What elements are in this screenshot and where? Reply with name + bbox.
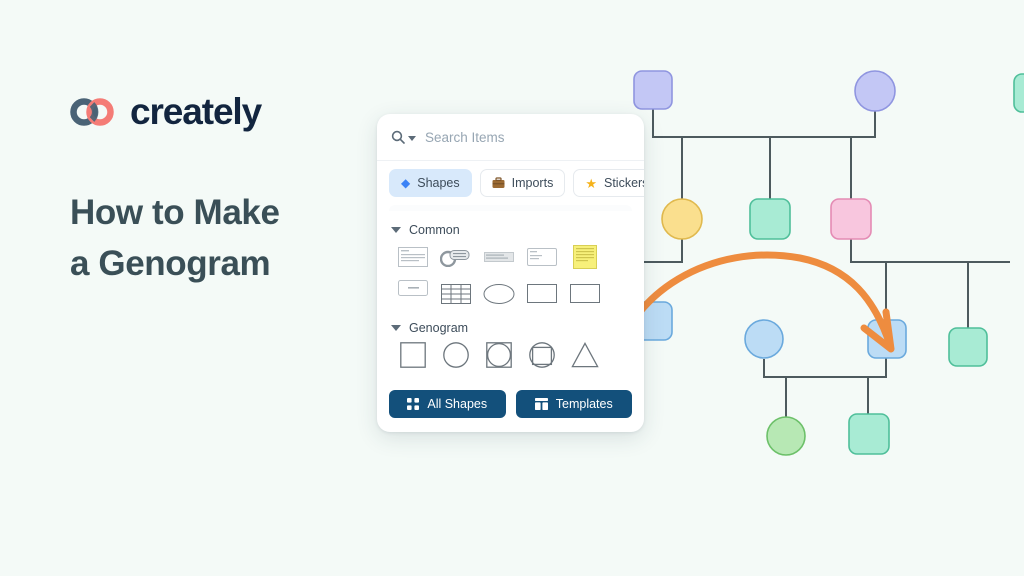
shape-item-gray-bar[interactable] — [477, 241, 520, 272]
star-icon: ★ — [585, 175, 597, 191]
shape-item-small-card[interactable] — [520, 241, 563, 272]
chevron-down-icon[interactable] — [391, 325, 401, 331]
section-common-label: Common — [409, 223, 460, 237]
node-circle-yellow[interactable] — [661, 198, 703, 240]
briefcase-icon — [492, 177, 505, 189]
shape-item-note-card[interactable] — [391, 241, 434, 272]
section-genogram: Genogram — [377, 321, 644, 370]
all-shapes-button[interactable]: All Shapes — [389, 390, 506, 418]
shape-item-ellipse[interactable] — [477, 278, 520, 309]
section-common: Common — [377, 223, 644, 309]
search-bar[interactable] — [377, 114, 644, 161]
library-tabs: ◆ Shapes Imports ★ Stickers — [377, 161, 644, 197]
genogram-connectors — [628, 91, 1010, 417]
shape-item-circle[interactable] — [434, 339, 477, 370]
page-title: How to Make a Genogram — [70, 188, 400, 290]
templates-button[interactable]: Templates — [515, 390, 632, 418]
creately-rings-icon — [70, 97, 116, 126]
shape-item-rectangle-outline[interactable] — [563, 278, 606, 309]
tab-stickers-label: Stickers — [603, 176, 644, 190]
tab-shapes-label: Shapes — [417, 176, 460, 190]
headline-line-1: How to Make — [70, 193, 280, 232]
genogram-nodes — [633, 70, 1024, 456]
node-circle-purple[interactable] — [854, 70, 896, 112]
tab-imports[interactable]: Imports — [479, 169, 566, 197]
shape-item-rectangle[interactable] — [520, 278, 563, 309]
shape-item-tag-label[interactable] — [434, 241, 477, 272]
chevron-down-icon[interactable] — [391, 227, 401, 233]
templates-label: Templates — [555, 397, 613, 411]
tab-panel-indicator — [389, 205, 632, 211]
brand-name: creately — [130, 91, 262, 132]
shape-item-sticky-note[interactable] — [563, 241, 606, 272]
shape-item-square[interactable] — [391, 339, 434, 370]
node-square-green-right[interactable] — [1013, 73, 1024, 113]
section-common-header[interactable]: Common — [391, 223, 630, 237]
node-square-green-mid[interactable] — [948, 327, 988, 367]
shape-library-panel: ◆ Shapes Imports ★ Stickers Common — [377, 114, 644, 432]
headline-line-2: a Genogram — [70, 243, 271, 283]
node-circle-green[interactable] — [766, 416, 806, 456]
shape-item-square-in-circle[interactable] — [477, 339, 520, 370]
search-icon[interactable] — [391, 130, 416, 144]
node-square-teal[interactable] — [848, 413, 890, 455]
tab-shapes[interactable]: ◆ Shapes — [389, 169, 472, 197]
layout-columns-icon — [534, 398, 548, 410]
search-input[interactable] — [425, 129, 630, 145]
tab-stickers[interactable]: ★ Stickers — [573, 169, 644, 197]
common-shape-grid — [391, 241, 630, 309]
chevron-down-icon[interactable] — [408, 136, 416, 141]
grid-dots-icon — [407, 398, 420, 410]
genogram-shape-grid — [391, 339, 630, 370]
node-square-purple[interactable] — [633, 70, 673, 110]
panel-footer: All Shapes Templates — [377, 390, 644, 432]
shape-item-rounded-banner[interactable] — [391, 272, 434, 303]
brand-lockup: creately — [70, 91, 262, 132]
shape-item-table-grid[interactable] — [434, 278, 477, 309]
node-circle-blue[interactable] — [744, 319, 784, 359]
section-genogram-header[interactable]: Genogram — [391, 321, 630, 335]
node-square-pink[interactable] — [830, 198, 872, 240]
node-square-green[interactable] — [749, 198, 791, 240]
section-genogram-label: Genogram — [409, 321, 469, 335]
all-shapes-label: All Shapes — [427, 397, 488, 411]
blue-diamond-icon: ◆ — [401, 176, 411, 190]
shape-item-circle-in-square[interactable] — [520, 339, 563, 370]
shape-item-triangle[interactable] — [563, 339, 606, 370]
tab-imports-label: Imports — [511, 176, 554, 190]
